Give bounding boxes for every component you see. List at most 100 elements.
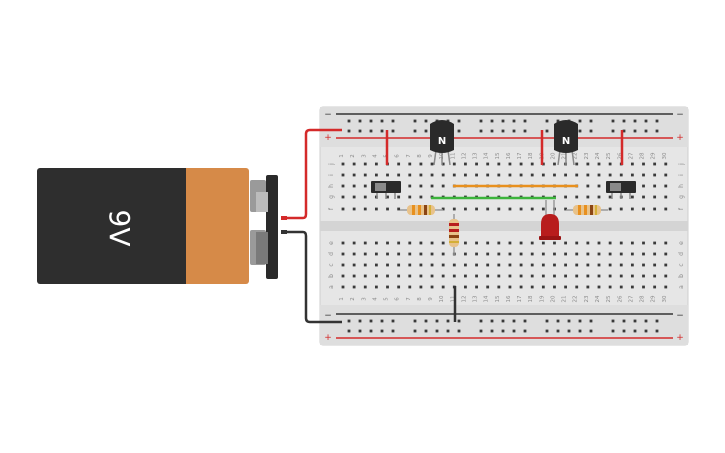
hole-bottom-9-2[interactable] bbox=[430, 263, 434, 267]
hole-bottom-27-2[interactable] bbox=[630, 263, 634, 267]
hole-bottom-11-3[interactable] bbox=[452, 274, 456, 278]
hole-rail-0-4-4[interactable] bbox=[655, 119, 659, 123]
hole-top-3-2[interactable] bbox=[363, 184, 367, 188]
hole-bottom-12-1[interactable] bbox=[464, 252, 467, 256]
hole-top-25-1[interactable] bbox=[608, 173, 612, 177]
hole-rail-2-2-1[interactable] bbox=[490, 319, 494, 323]
hole-top-2-0[interactable] bbox=[352, 162, 356, 166]
hole-rail-3-2-2[interactable] bbox=[501, 329, 505, 333]
hole-bottom-26-1[interactable] bbox=[619, 252, 623, 256]
hole-bottom-7-1[interactable] bbox=[408, 252, 412, 256]
hole-bottom-3-2[interactable] bbox=[363, 263, 367, 267]
hole-bottom-12-0[interactable] bbox=[464, 241, 467, 245]
hole-bottom-23-1[interactable] bbox=[586, 252, 590, 256]
hole-bottom-3-1[interactable] bbox=[363, 252, 367, 256]
hole-bottom-16-1[interactable] bbox=[508, 252, 512, 256]
hole-top-6-3[interactable] bbox=[397, 195, 401, 199]
hole-bottom-10-4[interactable] bbox=[441, 285, 445, 289]
hole-top-15-4[interactable] bbox=[497, 207, 501, 211]
hole-top-1-1[interactable] bbox=[341, 173, 345, 177]
hole-rail-3-1-1[interactable] bbox=[424, 329, 428, 333]
hole-bottom-14-4[interactable] bbox=[486, 285, 490, 289]
hole-top-1-3[interactable] bbox=[341, 195, 345, 199]
hole-top-30-3[interactable] bbox=[664, 195, 668, 199]
hole-top-19-1[interactable] bbox=[541, 173, 545, 177]
hole-top-6-1[interactable] bbox=[397, 173, 401, 177]
hole-top-3-0[interactable] bbox=[363, 162, 367, 166]
hole-rail-0-2-1[interactable] bbox=[490, 119, 494, 123]
hole-bottom-21-3[interactable] bbox=[564, 274, 567, 278]
hole-bottom-25-2[interactable] bbox=[608, 263, 612, 267]
hole-bottom-16-3[interactable] bbox=[508, 274, 512, 278]
hole-top-11-1[interactable] bbox=[452, 173, 456, 177]
hole-top-9-0[interactable] bbox=[430, 162, 434, 166]
hole-top-7-0[interactable] bbox=[408, 162, 412, 166]
hole-rail-3-2-4[interactable] bbox=[523, 329, 527, 333]
hole-bottom-14-1[interactable] bbox=[486, 252, 490, 256]
hole-bottom-29-2[interactable] bbox=[653, 263, 657, 267]
hole-bottom-22-4[interactable] bbox=[575, 285, 579, 289]
hole-bottom-4-1[interactable] bbox=[374, 252, 378, 256]
hole-rail-0-4-3[interactable] bbox=[644, 119, 648, 123]
hole-rail-3-2-0[interactable] bbox=[479, 329, 483, 333]
hole-bottom-7-0[interactable] bbox=[408, 241, 412, 245]
hole-top-5-3[interactable] bbox=[386, 195, 389, 199]
hole-top-24-0[interactable] bbox=[597, 162, 601, 166]
hole-top-1-0[interactable] bbox=[341, 162, 345, 166]
hole-bottom-23-4[interactable] bbox=[586, 285, 590, 289]
hole-rail-1-4-1[interactable] bbox=[622, 129, 626, 133]
hole-bottom-24-3[interactable] bbox=[597, 274, 601, 278]
hole-rail-2-1-4[interactable] bbox=[457, 319, 461, 323]
hole-bottom-15-4[interactable] bbox=[497, 285, 501, 289]
hole-top-14-1[interactable] bbox=[486, 173, 490, 177]
hole-rail-2-3-1[interactable] bbox=[556, 319, 560, 323]
hole-top-16-1[interactable] bbox=[508, 173, 512, 177]
hole-top-29-0[interactable] bbox=[653, 162, 657, 166]
hole-top-3-4[interactable] bbox=[363, 207, 367, 211]
hole-rail-1-0-2[interactable] bbox=[369, 129, 373, 133]
hole-top-28-4[interactable] bbox=[642, 207, 645, 211]
hole-rail-1-3-4[interactable] bbox=[589, 129, 593, 133]
hole-bottom-9-4[interactable] bbox=[430, 285, 434, 289]
hole-rail-0-2-0[interactable] bbox=[479, 119, 483, 123]
hole-rail-1-0-1[interactable] bbox=[358, 129, 362, 133]
hole-bottom-2-1[interactable] bbox=[352, 252, 356, 256]
hole-rail-1-2-3[interactable] bbox=[512, 129, 516, 133]
hole-top-13-0[interactable] bbox=[475, 162, 478, 166]
hole-bottom-18-4[interactable] bbox=[530, 285, 534, 289]
hole-bottom-12-4[interactable] bbox=[464, 285, 467, 289]
hole-rail-2-4-2[interactable] bbox=[633, 319, 637, 323]
hole-bottom-28-2[interactable] bbox=[642, 263, 645, 267]
hole-rail-3-0-0[interactable] bbox=[347, 329, 351, 333]
hole-rail-2-2-3[interactable] bbox=[512, 319, 516, 323]
hole-top-6-4[interactable] bbox=[397, 207, 401, 211]
hole-bottom-20-2[interactable] bbox=[553, 263, 556, 267]
hole-bottom-25-0[interactable] bbox=[608, 241, 612, 245]
hole-top-29-1[interactable] bbox=[653, 173, 657, 177]
hole-rail-3-3-4[interactable] bbox=[589, 329, 593, 333]
hole-top-8-2[interactable] bbox=[419, 184, 423, 188]
hole-bottom-20-0[interactable] bbox=[553, 241, 556, 245]
hole-top-28-1[interactable] bbox=[642, 173, 645, 177]
hole-bottom-19-1[interactable] bbox=[541, 252, 545, 256]
hole-bottom-5-3[interactable] bbox=[386, 274, 389, 278]
hole-rail-1-3-3[interactable] bbox=[578, 129, 582, 133]
hole-top-3-3[interactable] bbox=[363, 195, 367, 199]
hole-top-13-1[interactable] bbox=[475, 173, 478, 177]
hole-top-30-1[interactable] bbox=[664, 173, 668, 177]
hole-top-20-1[interactable] bbox=[553, 173, 556, 177]
hole-rail-3-3-0[interactable] bbox=[545, 329, 549, 333]
hole-top-24-2[interactable] bbox=[597, 184, 601, 188]
hole-top-25-4[interactable] bbox=[608, 207, 612, 211]
hole-bottom-8-2[interactable] bbox=[419, 263, 423, 267]
hole-bottom-26-0[interactable] bbox=[619, 241, 623, 245]
hole-bottom-22-1[interactable] bbox=[575, 252, 579, 256]
hole-top-5-4[interactable] bbox=[386, 207, 389, 211]
hole-bottom-6-2[interactable] bbox=[397, 263, 401, 267]
hole-rail-0-0-0[interactable] bbox=[347, 119, 351, 123]
hole-top-11-4[interactable] bbox=[452, 207, 456, 211]
hole-top-1-4[interactable] bbox=[341, 207, 345, 211]
hole-rail-0-4-0[interactable] bbox=[611, 119, 615, 123]
hole-rail-2-0-3[interactable] bbox=[380, 319, 384, 323]
hole-bottom-8-4[interactable] bbox=[419, 285, 423, 289]
